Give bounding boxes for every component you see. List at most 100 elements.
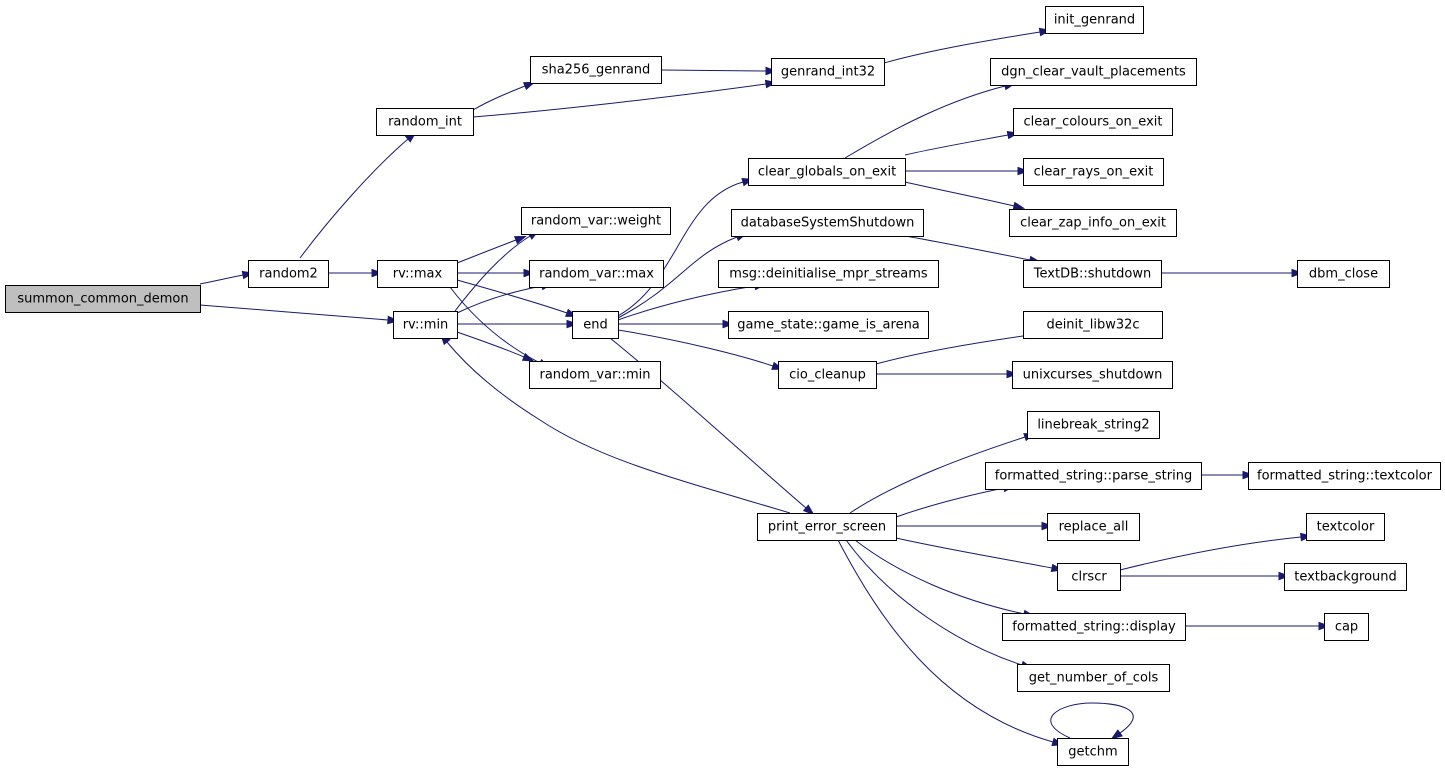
node-TextDB-shutdown[interactable]: TextDB::shutdown: [1023, 260, 1162, 288]
node-label: TextDB::shutdown: [1033, 267, 1151, 282]
edge-line: [1050, 702, 1134, 739]
node-box: [757, 513, 897, 541]
node-box: [1017, 664, 1170, 692]
node-random2[interactable]: random2: [248, 260, 329, 288]
edge-line: [904, 134, 1009, 156]
edge-line: [299, 138, 409, 259]
node-clear-globals-on-exit[interactable]: clear_globals_on_exit: [748, 158, 906, 186]
edge-summon_common_demon-to-rv_min: [199, 304, 400, 325]
edge-clear_globals_on_exit-to-clear_zap_info_on_exit: [904, 181, 1026, 211]
node-box: [5, 285, 201, 313]
node-label: clrscr: [1071, 570, 1107, 585]
node-init-genrand[interactable]: init_genrand: [1045, 6, 1144, 34]
node-box: [1306, 513, 1385, 541]
edge-line: [904, 235, 1031, 261]
edge-random2-to-random_int: [299, 131, 417, 259]
edge-line: [472, 83, 767, 118]
node-random-var-min[interactable]: random_var::min: [529, 361, 661, 389]
edge-line: [1119, 536, 1302, 571]
node-box: [1057, 738, 1129, 766]
node-box: [748, 158, 906, 186]
node-end[interactable]: end: [572, 311, 619, 339]
edge-line: [844, 85, 1006, 159]
edge-line: [837, 539, 1054, 743]
node-random-var-weight[interactable]: random_var::weight: [521, 207, 671, 235]
node-box: [1248, 462, 1441, 490]
edge-arrowhead: [522, 81, 536, 91]
node-rv-max[interactable]: rv::max: [377, 260, 458, 288]
node-box: [1012, 361, 1173, 389]
node-replace-all[interactable]: replace_all: [1047, 513, 1140, 541]
edge-clear_globals_on_exit-to-clear_rays_on_exit: [905, 166, 1030, 176]
node-deinit-libw32c[interactable]: deinit_libw32c: [1023, 311, 1163, 339]
node-textbackground[interactable]: textbackground: [1284, 563, 1407, 591]
node-label: get_number_of_cols: [1029, 671, 1159, 686]
edge-rv_min-to-end: [457, 319, 579, 329]
node-unixcurses-shutdown[interactable]: unixcurses_shutdown: [1012, 361, 1173, 389]
node-formatted-string-parse-string[interactable]: formatted_string::parse_string: [985, 462, 1202, 490]
node-label: rv::min: [403, 318, 449, 333]
node-label: sha256_genrand: [542, 63, 651, 78]
edge-arrowhead: [1012, 201, 1026, 211]
node-label: unixcurses_shutdown: [1023, 368, 1163, 383]
edge-line: [617, 329, 774, 367]
node-label: rv::max: [393, 267, 443, 282]
node-box: [990, 58, 1197, 86]
edge-databaseSystemShutdown-to-TextDB_shutdown: [904, 235, 1042, 265]
node-sha256-genrand[interactable]: sha256_genrand: [530, 56, 662, 84]
node-label: cap: [1335, 620, 1358, 635]
node-cio-cleanup[interactable]: cio_cleanup: [778, 361, 877, 389]
edge-summon_common_demon-to-random2: [199, 270, 255, 285]
node-get-number-of-cols[interactable]: get_number_of_cols: [1017, 664, 1170, 692]
edge-genrand_int32-to-init_genrand: [883, 27, 1052, 64]
node-box: [718, 260, 939, 288]
edge-line: [617, 285, 756, 321]
edge-line: [199, 304, 389, 321]
node-box: [1002, 613, 1186, 641]
node-clear-rays-on-exit[interactable]: clear_rays_on_exit: [1023, 158, 1164, 186]
node-label: random_var::weight: [531, 214, 661, 229]
node-clear-colours-on-exit[interactable]: clear_colours_on_exit: [1013, 108, 1173, 136]
node-dgn-clear-vault-placements[interactable]: dgn_clear_vault_placements: [990, 58, 1197, 86]
edge-line: [456, 331, 525, 358]
node-box: [248, 260, 329, 288]
node-random-var-max[interactable]: random_var::max: [529, 260, 664, 288]
node-box: [521, 207, 671, 235]
node-print-error-screen[interactable]: print_error_screen: [757, 513, 897, 541]
node-getchm[interactable]: getchm: [1057, 738, 1129, 766]
edge-print_error_screen-to-replace_all: [896, 521, 1054, 531]
node-label: random2: [259, 267, 318, 282]
node-label: textbackground: [1294, 570, 1397, 585]
edge-end-to-print_error_screen: [609, 337, 815, 516]
node-box: [572, 311, 619, 339]
edge-arrowhead: [521, 352, 535, 362]
node-label: init_genrand: [1054, 13, 1135, 28]
edge-rv_max-to-random_var_max: [457, 268, 536, 278]
node-label: textcolor: [1317, 520, 1375, 535]
node-game-state-game-is-arena[interactable]: game_state::game_is_arena: [728, 311, 929, 339]
node-cap[interactable]: cap: [1324, 613, 1369, 641]
node-box: [1284, 563, 1407, 591]
node-genrand-int32[interactable]: genrand_int32: [771, 58, 885, 86]
node-formatted-string-display[interactable]: formatted_string::display: [1002, 613, 1186, 641]
node-formatted-string-textcolor[interactable]: formatted_string::textcolor: [1248, 462, 1441, 490]
edge-line: [895, 487, 1005, 518]
node-textcolor[interactable]: textcolor: [1306, 513, 1385, 541]
edge-print_error_screen-to-formatted_string_display: [854, 539, 1036, 619]
node-random-int[interactable]: random_int: [376, 108, 474, 136]
edge-formatted_string_parse_string-to-formatted_string_textcolor: [1201, 470, 1255, 480]
node-summon-common-demon[interactable]: summon_common_demon: [5, 285, 201, 313]
node-rv-min[interactable]: rv::min: [393, 311, 458, 339]
node-box: [1013, 108, 1173, 136]
node-linebreak-string2[interactable]: linebreak_string2: [1027, 411, 1160, 439]
node-clrscr[interactable]: clrscr: [1057, 563, 1121, 591]
node-dbm-close[interactable]: dbm_close: [1297, 260, 1390, 288]
node-databaseSystemShutdown[interactable]: databaseSystemShutdown: [731, 209, 924, 237]
node-label: getchm: [1068, 745, 1117, 760]
node-label: deinit_libw32c: [1046, 318, 1139, 333]
call-graph-nodes: summon_common_demon random2 random_int sha2…: [5, 6, 1441, 766]
node-msg-deinitialise-mpr-streams[interactable]: msg::deinitialise_mpr_streams: [718, 260, 939, 288]
node-clear-zap-info-on-exit[interactable]: clear_zap_info_on_exit: [1009, 209, 1177, 237]
node-label: random_int: [388, 115, 462, 130]
edge-sha256_genrand-to-genrand_int32: [660, 66, 778, 76]
